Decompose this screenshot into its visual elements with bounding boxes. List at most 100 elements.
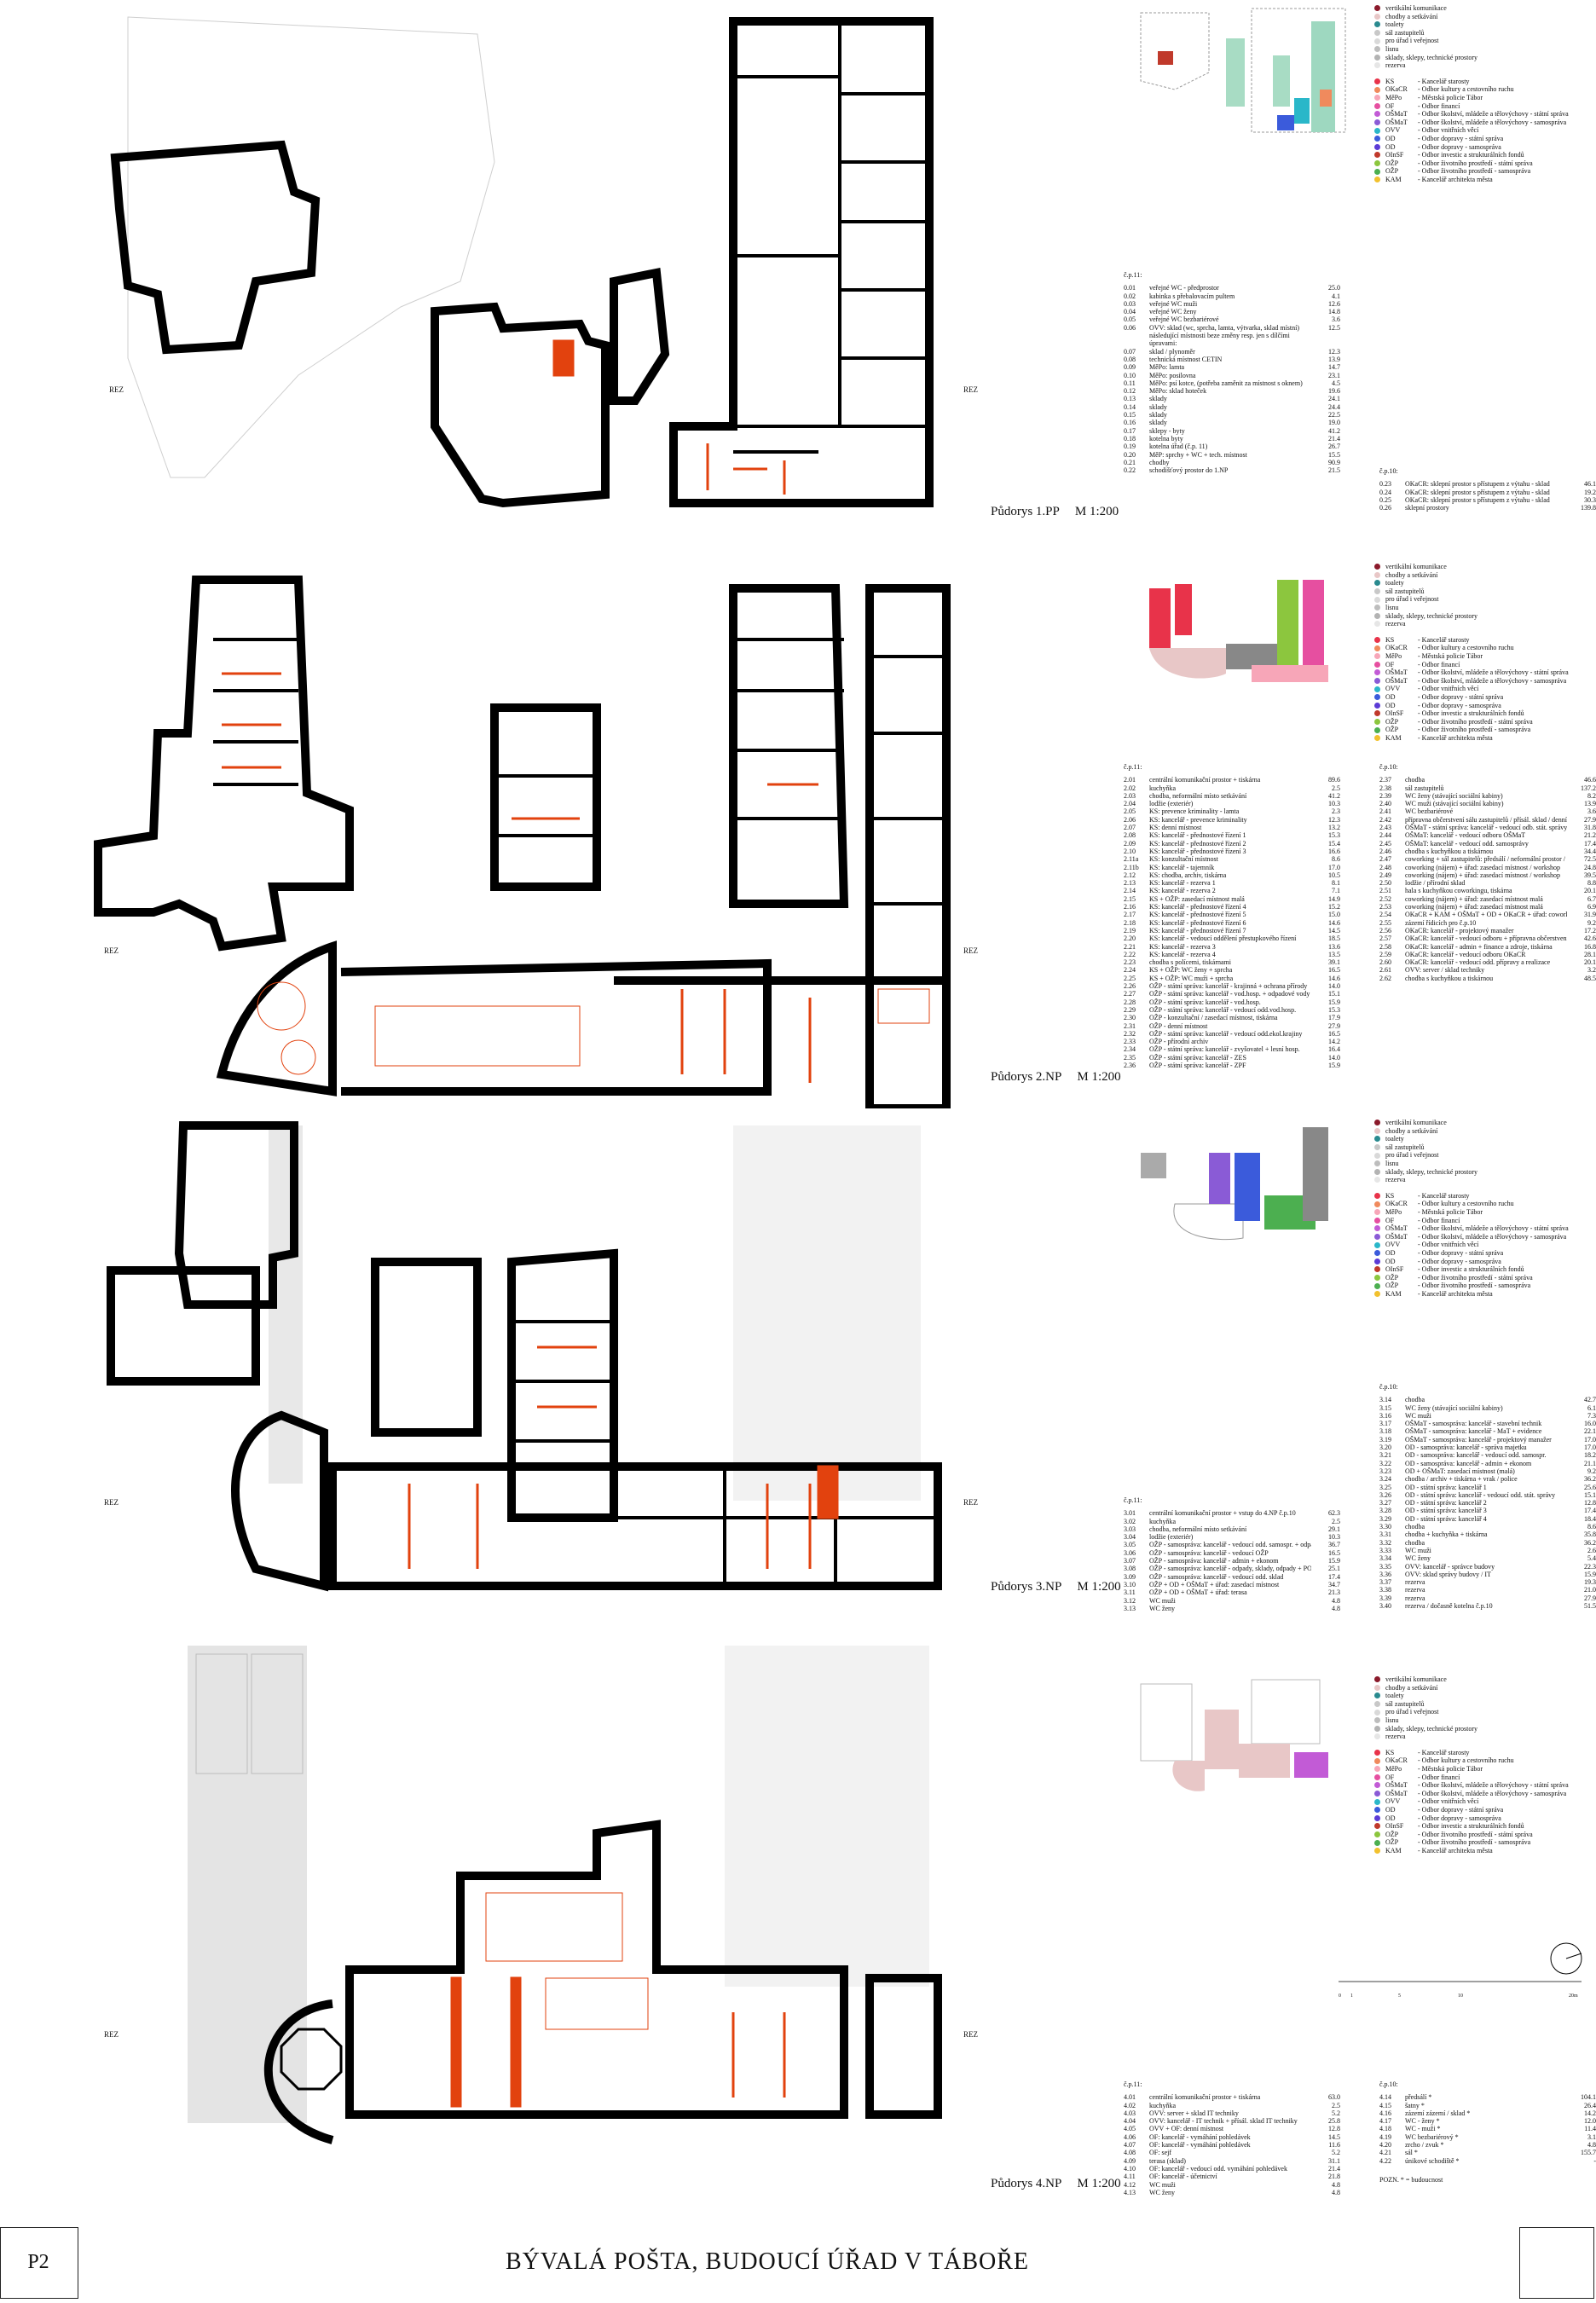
room-num: 4.10 [1124, 2164, 1136, 2173]
room-num: 2.31 [1124, 1021, 1136, 1030]
room-num: 3.22 [1379, 1459, 1391, 1467]
section-mark: REZ [963, 946, 978, 955]
room-row: 2.27 OŽP - státní správa: kancelář - vod.… [1124, 990, 1340, 998]
room-area: 12.3 [1328, 347, 1340, 356]
room-area: 89.6 [1328, 776, 1340, 784]
room-name: OŽP - státní správa: kancelář - vod.hosp… [1149, 990, 1310, 998]
room-area: 2.6 [1587, 1546, 1596, 1554]
floor-title: Půdorys 2.NP [991, 1070, 1062, 1084]
room-area: 13.6 [1328, 942, 1340, 951]
room-name: chodba / archiv + tiskárna + vrak / poli… [1405, 1475, 1518, 1484]
room-name: OF: kancelář - vymáhání pohledávek [1149, 2132, 1251, 2141]
section-mark: REZ [104, 2030, 119, 2039]
room-area: 14.9 [1328, 894, 1340, 903]
room-num: 3.27 [1379, 1499, 1391, 1507]
room-num: 3.30 [1379, 1523, 1391, 1531]
room-num: 2.40 [1379, 800, 1391, 808]
seating [485, 1892, 649, 2030]
legend-item: rezerva [1374, 61, 1592, 70]
room-num: 2.33 [1124, 1038, 1136, 1046]
room-num: 2.27 [1124, 990, 1136, 998]
room-area: 13.5 [1328, 950, 1340, 958]
legend-item: vertikální komunikace [1374, 4, 1592, 13]
room-name: KS: prevence kriminality - lamta [1149, 807, 1240, 816]
room-num: 0.19 [1124, 443, 1136, 451]
room-num: 0.23 [1379, 480, 1391, 489]
room-num: 3.03 [1124, 1525, 1136, 1533]
room-num: 4.11 [1124, 2173, 1136, 2181]
room-num: 3.31 [1379, 1531, 1391, 1539]
room-name: kuchyňka [1149, 784, 1177, 792]
room-name: OKaCR: sklepní prostor s přístupem z výt… [1405, 495, 1550, 504]
room-area: 14.6 [1328, 974, 1340, 982]
room-area: 15.9 [1328, 1557, 1340, 1565]
room-num: 4.02 [1124, 2101, 1136, 2109]
room-area: 8.2 [1587, 791, 1596, 800]
room-num: 0.09 [1124, 363, 1136, 372]
room-num: 0.01 [1124, 284, 1136, 292]
room-num: 3.10 [1124, 1580, 1136, 1588]
room-name: OKaCR: sklepní prostor s přístupem z výt… [1405, 488, 1550, 496]
room-name: MěPo: psí kotce, (potřeba zaměnit za mís… [1149, 379, 1303, 387]
room-area: 3.1 [1587, 2132, 1596, 2141]
room-num: 3.04 [1124, 1533, 1136, 1542]
room-num [1124, 332, 1149, 339]
key-plan-4np [1140, 1679, 1328, 1791]
room-name: KS: kancelář - prevence kriminality [1149, 815, 1247, 824]
room-num: 0.17 [1124, 426, 1136, 435]
room-area: 24.8 [1584, 863, 1596, 871]
room-num: 2.62 [1379, 974, 1391, 982]
room-name: MěPo: posilovna [1149, 371, 1196, 379]
room-name: sál zastupitelů [1405, 784, 1444, 792]
room-name: sklady [1149, 419, 1167, 427]
room-name: WC bezbariérový * [1405, 2132, 1459, 2141]
room-name: KS: kancelář - přednostové řízení 2 [1149, 839, 1246, 848]
room-area: 21.4 [1328, 2164, 1340, 2173]
room-name: OŠMaT - státní správa: kancelář - vedouc… [1405, 824, 1567, 832]
room-num: 2.37 [1379, 776, 1391, 784]
room-name: zázemí zázemí / sklad * [1405, 2109, 1471, 2117]
room-num: 2.57 [1379, 935, 1391, 943]
room-name: sklady [1149, 395, 1167, 403]
room-num: 4.16 [1379, 2109, 1391, 2117]
room-row: následující místnosti beze změny resp. j… [1124, 332, 1340, 339]
room-num: 3.36 [1379, 1570, 1391, 1578]
room-area: 12.8 [1328, 2125, 1340, 2133]
room-area: 21.2 [1584, 831, 1596, 840]
room-name: OF: kancelář - vymáhání pohledávek [1149, 2141, 1251, 2150]
room-name: KS: kancelář - rezerva 4 [1149, 950, 1216, 958]
floor-plan-3np [107, 1121, 942, 1592]
room-name: WC muži [1405, 1546, 1431, 1554]
room-num: 2.48 [1379, 863, 1391, 871]
room-area: 22.1 [1584, 1427, 1596, 1436]
room-num: 2.02 [1124, 784, 1136, 792]
room-num: 4.03 [1124, 2109, 1136, 2117]
room-area: 5.4 [1587, 1554, 1596, 1563]
room-num: 0.06 [1124, 323, 1136, 332]
room-name: OŽP - samospráva: kancelář - odpady, skl… [1149, 1565, 1311, 1573]
